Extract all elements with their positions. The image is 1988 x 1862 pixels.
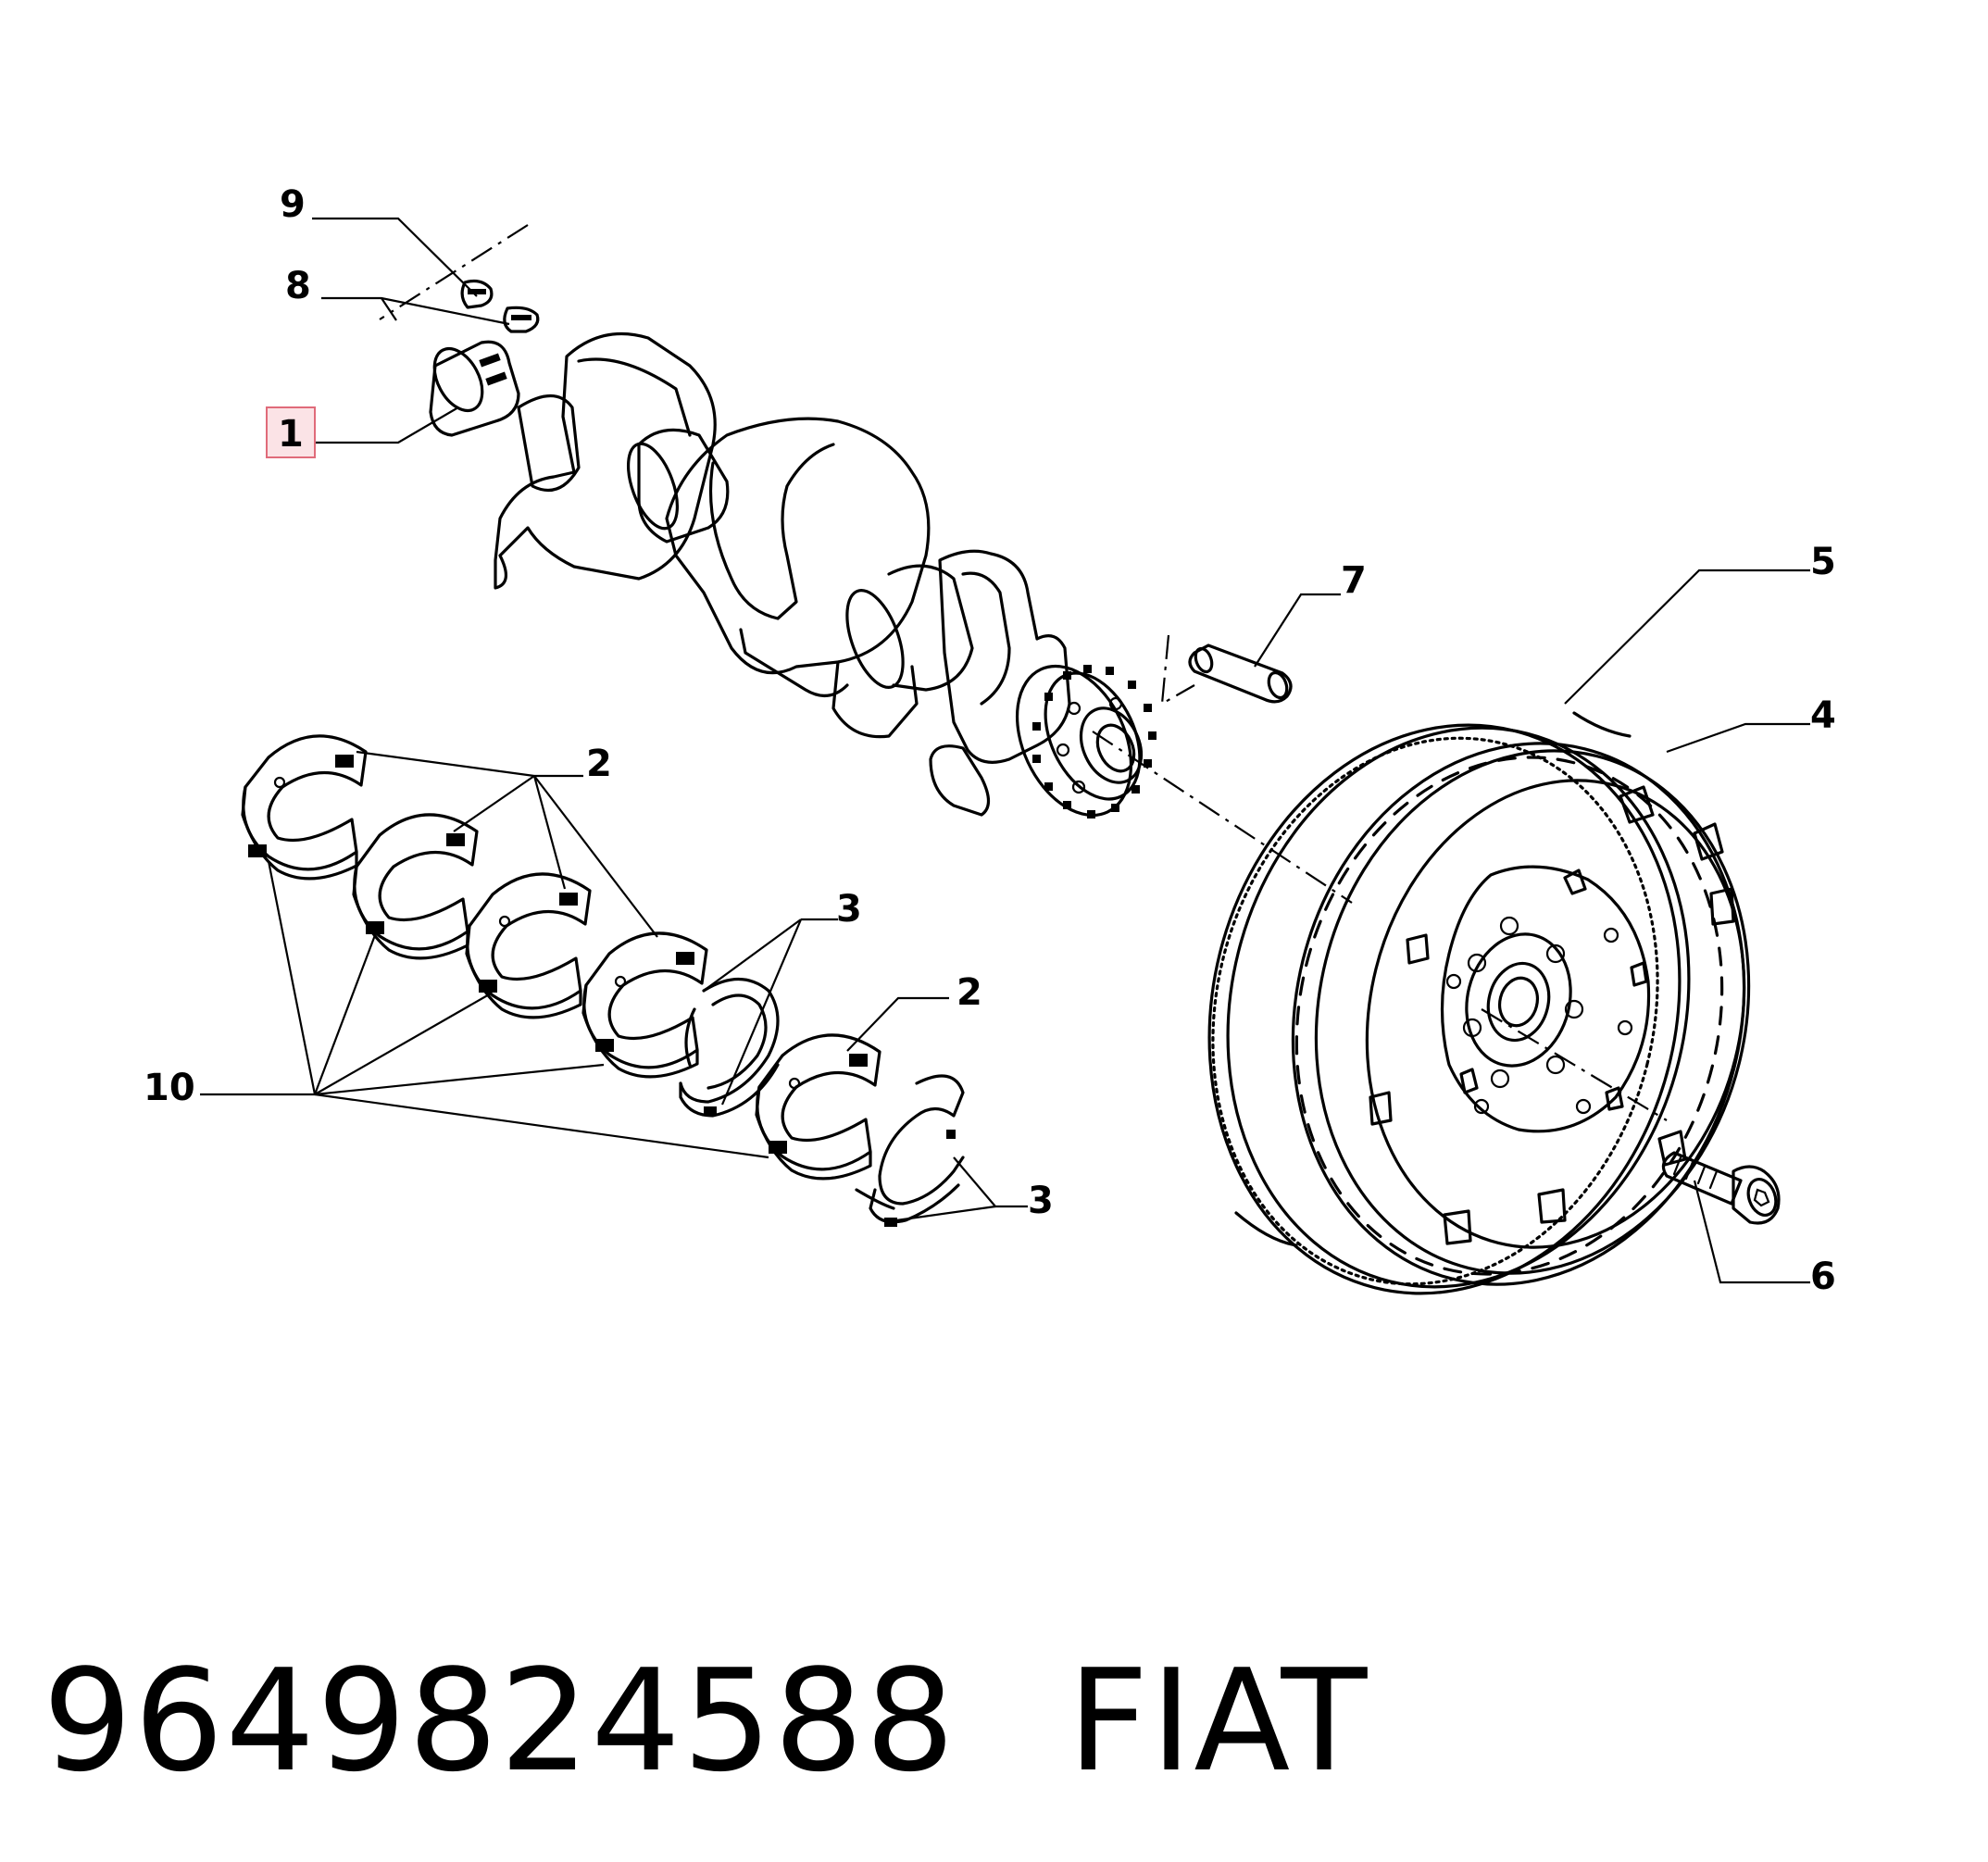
thrust-washer-1[interactable] (679, 978, 780, 1118)
woodruff-key-8[interactable] (503, 306, 540, 333)
dowel-pin[interactable] (1188, 644, 1293, 704)
bearing-shell-2[interactable] (352, 813, 479, 960)
callout-2-top[interactable]: 2 (586, 743, 612, 785)
callout-1[interactable]: 1 (278, 413, 304, 456)
callout-2-bottom[interactable]: 2 (956, 971, 982, 1014)
thrust-washer-2[interactable] (855, 1074, 965, 1227)
leader-lines (200, 217, 1810, 1284)
brand-name: FIAT (1068, 1639, 1369, 1803)
callout-4[interactable]: 4 (1810, 694, 1836, 737)
crankshaft-axis-line-rear (1092, 731, 1353, 904)
callout-3-top[interactable]: 3 (836, 888, 862, 931)
part-1-highlight (266, 406, 316, 458)
callout-6[interactable]: 6 (1810, 1256, 1836, 1298)
flywheel[interactable] (1150, 675, 1803, 1344)
callout-8[interactable]: 8 (285, 265, 311, 307)
bearing-shell-1[interactable] (241, 734, 368, 881)
bearing-shell-3[interactable] (465, 872, 592, 1019)
callout-5[interactable]: 5 (1810, 541, 1836, 583)
callout-7[interactable]: 7 (1341, 559, 1367, 602)
callout-10[interactable]: 10 (144, 1067, 195, 1109)
callout-9[interactable]: 9 (280, 183, 306, 226)
callout-3-bottom[interactable]: 3 (1028, 1180, 1054, 1222)
bearing-shell-5[interactable] (755, 1033, 881, 1181)
part-caption: 9649824588 FIAT (43, 1639, 1369, 1803)
crankshaft[interactable] (425, 331, 1159, 834)
dowel-pin-axis-line (1160, 634, 1195, 706)
bearing-shell-4[interactable] (581, 931, 708, 1079)
part-number: 9649824588 (43, 1639, 957, 1803)
flywheel-bolt[interactable] (1661, 1151, 1781, 1225)
